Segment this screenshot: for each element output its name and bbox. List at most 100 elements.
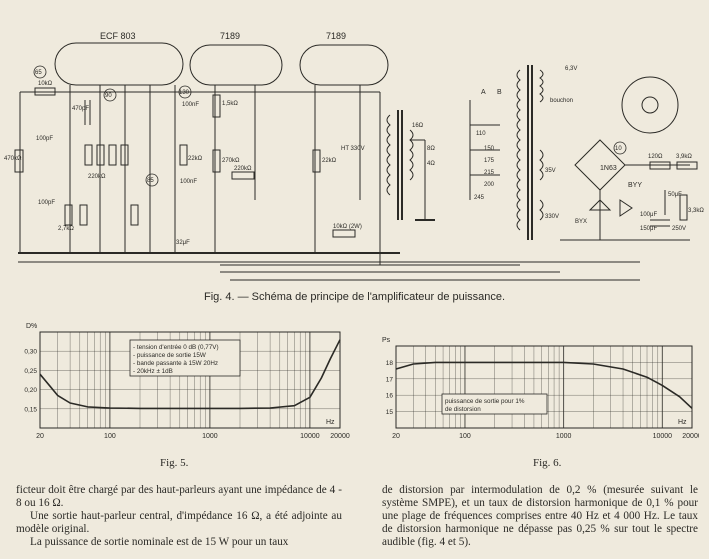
series-line: [395, 361, 693, 409]
fig5-chart: 20 100 1000 10000 20000 0,30 0,25 0,20 0,15 D% Hz -…: [24, 323, 350, 440]
component-label: 150μF: [640, 226, 657, 232]
x-tick-label: 20000: [330, 433, 350, 440]
component-label: 330V: [545, 214, 559, 220]
paragraph: La puissance de sortie nominale est de 1…: [30, 536, 289, 548]
text-column-right: de distorsion par intermodulation de 0,2…: [382, 484, 698, 549]
paragraph: de distorsion par intermodulation de 0,2…: [382, 484, 698, 548]
legend-entry: - 20kHz ± 1dB: [133, 368, 173, 375]
x-axis-label: Hz: [678, 419, 687, 426]
component-label: 22kΩ: [188, 156, 203, 162]
y-tick-label: 17: [386, 376, 394, 383]
component-label: 100pF: [38, 200, 55, 206]
component-label: 8Ω: [427, 146, 435, 152]
y-tick-label: 18: [386, 360, 394, 367]
component-label: 175: [484, 158, 495, 164]
component-label: 22kΩ: [322, 158, 337, 164]
paragraph: Une sortie haut-parleur central, d'impéd…: [16, 510, 342, 535]
legend-box: [441, 393, 548, 415]
y-tick-label: 0,30: [24, 349, 37, 356]
component-label: 470pF: [72, 106, 89, 112]
component-label: 270kΩ: [222, 158, 240, 164]
component-label: 4Ω: [427, 161, 435, 167]
component-label: 50μF: [668, 192, 682, 198]
y-tick-label: 16: [386, 393, 394, 400]
x-tick-label: 100: [459, 433, 471, 440]
component-label: 200: [484, 182, 495, 188]
y-tick-label: 0,15: [24, 406, 37, 413]
legend-box: [129, 339, 241, 377]
fig5-caption: Fig. 5.: [160, 457, 189, 469]
component-label: 2,7kΩ: [58, 226, 74, 232]
legend-entry: puissance de sortie pour 1%: [445, 398, 525, 405]
component-label: 150: [484, 146, 495, 152]
component-label: BYY: [628, 182, 642, 189]
legend-entry: de distorsion: [445, 406, 481, 413]
y-tick-label: 15: [386, 409, 394, 416]
component-label: 120Ω: [648, 154, 663, 160]
x-tick-label: 10000: [300, 433, 320, 440]
node-label: 10: [615, 146, 622, 152]
node-label: 130: [179, 90, 190, 96]
tube-label-3: 7189: [326, 31, 346, 41]
series-line: [39, 339, 341, 410]
node-label: 90: [105, 93, 112, 99]
y-tick-label: 0,25: [24, 368, 37, 375]
y-axis-label: D%: [26, 323, 37, 330]
node-label: 65: [35, 70, 42, 76]
x-tick-label: 1000: [556, 433, 572, 440]
y-tick-label: 0,20: [24, 387, 37, 394]
legend-entry: - puissance de sortie 15W: [133, 352, 206, 359]
component-label: 32μF: [176, 240, 190, 246]
x-tick-label: 100: [104, 433, 116, 440]
component-label: 10kΩ (2W): [333, 224, 362, 230]
x-tick-label: 10000: [653, 433, 673, 440]
component-label: 100pF: [36, 136, 53, 142]
legend-entry: - bande passante à 15W 20Hz: [133, 360, 218, 367]
x-tick-label: 1000: [202, 433, 218, 440]
component-label: 3,9kΩ: [676, 154, 692, 160]
component-label: HT 330V: [341, 146, 365, 152]
component-label: 10kΩ: [38, 81, 53, 87]
component-label: 1N63: [600, 165, 617, 172]
component-label: 220kΩ: [234, 166, 252, 172]
fig4-caption: Fig. 4. — Schéma de principe de l'amplif…: [204, 291, 506, 303]
component-label: 3,3kΩ: [688, 208, 704, 214]
component-label: 470kΩ: [4, 156, 22, 162]
legend-entry: - tension d'entrée 0 dB (0,77V): [133, 344, 219, 351]
component-label: 100nF: [182, 102, 199, 108]
component-label: 35V: [545, 168, 556, 174]
component-label: 16Ω: [412, 123, 424, 129]
component-label: 250V: [672, 226, 686, 232]
tube-label-2: 7189: [220, 31, 240, 41]
x-axis-label: Hz: [326, 419, 335, 426]
tube-label-1: ECF 803: [100, 31, 136, 41]
component-label: 110: [476, 131, 486, 137]
x-tick-label: 20: [36, 433, 44, 440]
component-label: 100nF: [180, 179, 197, 185]
tube-7189-b-envelope: [299, 44, 389, 86]
tube-ecf803-envelope: [54, 42, 184, 86]
component-label: 220kΩ: [88, 174, 106, 180]
component-label: 215: [484, 170, 495, 176]
plot-frame: [395, 345, 693, 429]
y-axis-label: Ps: [382, 337, 391, 344]
component-label: 100μF: [640, 212, 657, 218]
component-label: 1,5kΩ: [222, 101, 238, 107]
component-label: 6,3V: [565, 66, 577, 72]
component-label: BYX: [575, 219, 587, 225]
circuit-schematic: ECF 803 7189 7189 10kΩ 470kΩ 470pF 100pF…: [4, 31, 704, 281]
fig6-caption: Fig. 6.: [533, 457, 562, 469]
component-label: bouchon: [550, 98, 573, 104]
plot-frame: [39, 331, 341, 429]
paragraph: ficteur doit être chargé par des haut-pa…: [16, 484, 342, 509]
node-label: 85: [147, 178, 154, 184]
x-tick-label: 20000: [682, 433, 699, 440]
component-label: A: [481, 89, 486, 96]
component-label: B: [497, 89, 502, 96]
component-label: 245: [474, 195, 485, 201]
text-column-left: ficteur doit être chargé par des haut-pa…: [16, 484, 342, 549]
tube-7189-a-envelope: [189, 44, 283, 86]
x-tick-label: 20: [392, 433, 400, 440]
